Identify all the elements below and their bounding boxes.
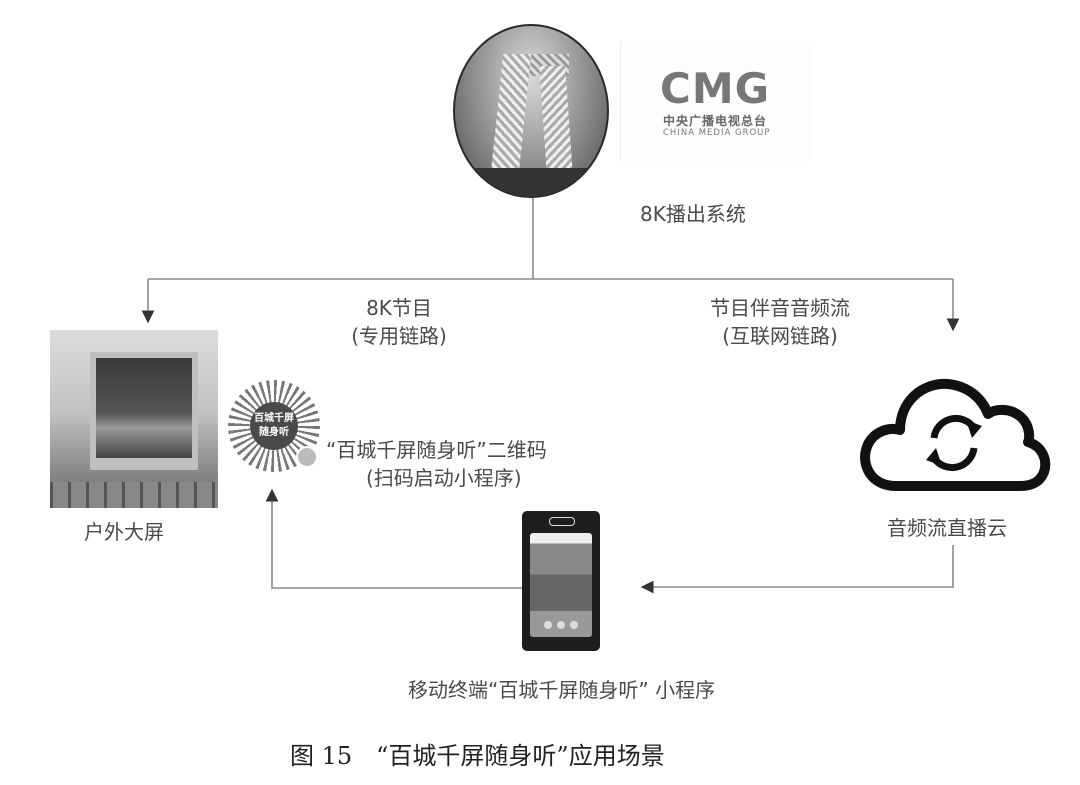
- outdoor-screen-photo: [50, 330, 218, 508]
- cmg-logo-chinese: 中央广播电视总台: [663, 114, 768, 128]
- figure-caption: 图 15 “百城千屏随身听”应用场景: [290, 742, 665, 770]
- cmg-logo-english: CHINA MEDIA GROUP: [663, 128, 771, 138]
- mobile-phone-icon: [522, 511, 600, 651]
- arrow-cloud-to-phone: [640, 545, 954, 594]
- cmg-headquarters-photo: [453, 24, 609, 198]
- qr-code-label-line1: “百城千屏随身听”二维码: [326, 438, 547, 462]
- outdoor-screen-label: 户外大屏: [84, 520, 164, 544]
- cloud-label: 音频流直播云: [887, 516, 1007, 540]
- arrow-phone-to-qr: [265, 488, 522, 589]
- qr-center-line1: 百城千屏: [254, 413, 294, 424]
- mini-program-badge-icon: [296, 446, 318, 468]
- branch-left-line2: (专用链路): [351, 324, 447, 348]
- mobile-label: 移动终端“百城千屏随身听” 小程序: [408, 678, 716, 702]
- branch-left-line1: 8K节目: [366, 296, 432, 320]
- branch-right-line1: 节目伴音音频流: [710, 296, 850, 320]
- source-label: 8K播出系统: [640, 202, 746, 226]
- cmg-logo-panel: [620, 42, 811, 162]
- qr-code-label-line2: (扫码启动小程序): [366, 466, 522, 490]
- cmg-logo: CMG: [660, 64, 771, 113]
- qr-code-icon[interactable]: 百城千屏 随身听: [228, 380, 320, 472]
- cloud-sync-icon: [860, 378, 1051, 491]
- qr-center-line2: 随身听: [259, 427, 289, 438]
- branch-right-line2: (互联网链路): [722, 324, 838, 348]
